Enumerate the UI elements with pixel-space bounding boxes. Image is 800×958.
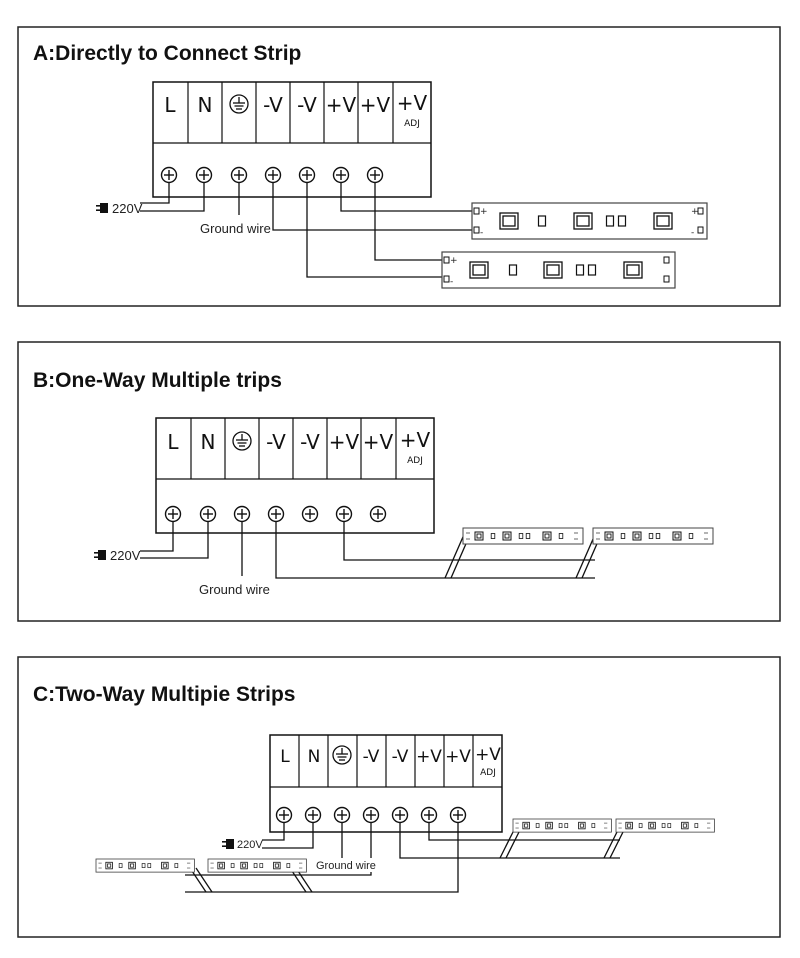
adj-label: ADJ xyxy=(404,119,420,129)
terminal-neg2-label: -V xyxy=(300,430,320,454)
earth-icon xyxy=(229,94,249,114)
ground-wire-label: Ground wire xyxy=(316,860,376,872)
terminal-pos2-label: +V xyxy=(445,747,471,767)
led-strip xyxy=(616,819,714,832)
adj-label: ADJ xyxy=(480,768,496,778)
screw-icon xyxy=(264,166,282,184)
panel-b-title: B:One-Way Multiple trips xyxy=(33,369,282,392)
panel-c-title: C:Two-Way Multipie Strips xyxy=(33,683,296,706)
screw-icon xyxy=(369,505,387,523)
led-strip: + - xyxy=(441,251,676,289)
screw-icon xyxy=(267,505,285,523)
power-supply-a: L N -V -V +V +V +V ADJ xyxy=(152,81,432,198)
led-strip xyxy=(208,859,306,872)
terminal-pos2-label: +V xyxy=(360,93,391,117)
mains-label: 220V xyxy=(112,201,143,216)
terminal-pos1-label: +V xyxy=(329,430,360,454)
adj-label: ADJ xyxy=(407,456,423,466)
power-supply-b: L N -V -V +V +V +V ADJ xyxy=(155,417,435,534)
plus-label: + xyxy=(691,207,699,217)
terminal-neg1-label: -V xyxy=(266,430,286,454)
led-chip-icon xyxy=(499,212,519,230)
terminal-pos2-label: +V xyxy=(363,430,394,454)
plug-icon xyxy=(96,203,108,213)
screw-icon xyxy=(164,505,182,523)
led-strip xyxy=(96,859,194,872)
screw-icon xyxy=(335,505,353,523)
led-strip xyxy=(513,819,611,832)
screw-icon xyxy=(301,505,319,523)
terminal-pos3-label: +V xyxy=(475,745,501,765)
panel-a-title: A:Directly to Connect Strip xyxy=(33,42,301,65)
terminal-neg2-label: -V xyxy=(392,747,409,767)
screw-icon xyxy=(391,806,409,824)
mains-label: 220V xyxy=(237,839,263,851)
terminal-neg1-label: -V xyxy=(363,747,380,767)
led-strip xyxy=(593,528,713,544)
panel-b: B:One-Way Multiple trips L N -V -V +V +V… xyxy=(17,341,781,622)
screw-icon xyxy=(362,806,380,824)
screw-icon xyxy=(298,166,316,184)
terminal-n-label: N xyxy=(308,747,321,767)
screw-icon xyxy=(332,166,350,184)
led-chip-icon xyxy=(543,261,563,279)
plug-icon xyxy=(222,839,234,849)
screw-icon xyxy=(199,505,217,523)
minus-label: - xyxy=(480,228,483,238)
plus-label: + xyxy=(450,256,458,266)
screw-icon xyxy=(304,806,322,824)
power-supply-c: L N -V -V +V +V +V ADJ xyxy=(269,734,503,833)
panel-c-frame xyxy=(17,656,781,938)
screw-icon xyxy=(160,166,178,184)
mains-label: 220V xyxy=(110,548,141,563)
led-chip-icon xyxy=(573,212,593,230)
screw-icon xyxy=(195,166,213,184)
panel-b-frame xyxy=(17,341,781,622)
led-strip: + - + - xyxy=(471,202,708,240)
panel-c: C:Two-Way Multipie Strips L N -V -V +V +… xyxy=(17,656,781,938)
terminal-pos3-label: +V xyxy=(400,428,431,452)
plus-label: + xyxy=(480,207,488,217)
wiring-a xyxy=(140,183,472,278)
screw-icon xyxy=(333,806,351,824)
terminal-pos3-label: +V xyxy=(397,91,428,115)
terminal-neg1-label: -V xyxy=(263,93,283,117)
led-chip-icon xyxy=(653,212,673,230)
terminal-neg2-label: -V xyxy=(297,93,317,117)
screw-icon xyxy=(366,166,384,184)
wiring-c xyxy=(185,823,627,893)
led-strip xyxy=(463,528,583,544)
terminal-l-label: L xyxy=(164,93,176,117)
earth-icon xyxy=(232,431,252,451)
ground-wire-label: Ground wire xyxy=(199,582,270,597)
screw-icon xyxy=(449,806,467,824)
terminal-pos1-label: +V xyxy=(416,747,442,767)
terminal-n-label: N xyxy=(201,430,216,454)
screw-icon xyxy=(420,806,438,824)
earth-icon xyxy=(332,745,352,765)
terminal-l-label: L xyxy=(167,430,179,454)
screw-icon xyxy=(275,806,293,824)
panel-a-frame xyxy=(17,26,781,307)
minus-label: - xyxy=(691,228,694,238)
terminal-n-label: N xyxy=(198,93,213,117)
plug-icon xyxy=(94,550,106,560)
led-chip-icon xyxy=(623,261,643,279)
screw-icon xyxy=(233,505,251,523)
panel-a: A:Directly to Connect Strip L N -V -V +V… xyxy=(17,26,781,307)
minus-label: - xyxy=(450,277,453,287)
terminal-l-label: L xyxy=(280,747,290,767)
terminal-pos1-label: +V xyxy=(326,93,357,117)
wiring-b xyxy=(140,522,604,579)
screw-icon xyxy=(230,166,248,184)
ground-wire-label: Ground wire xyxy=(200,221,271,236)
led-chip-icon xyxy=(469,261,489,279)
